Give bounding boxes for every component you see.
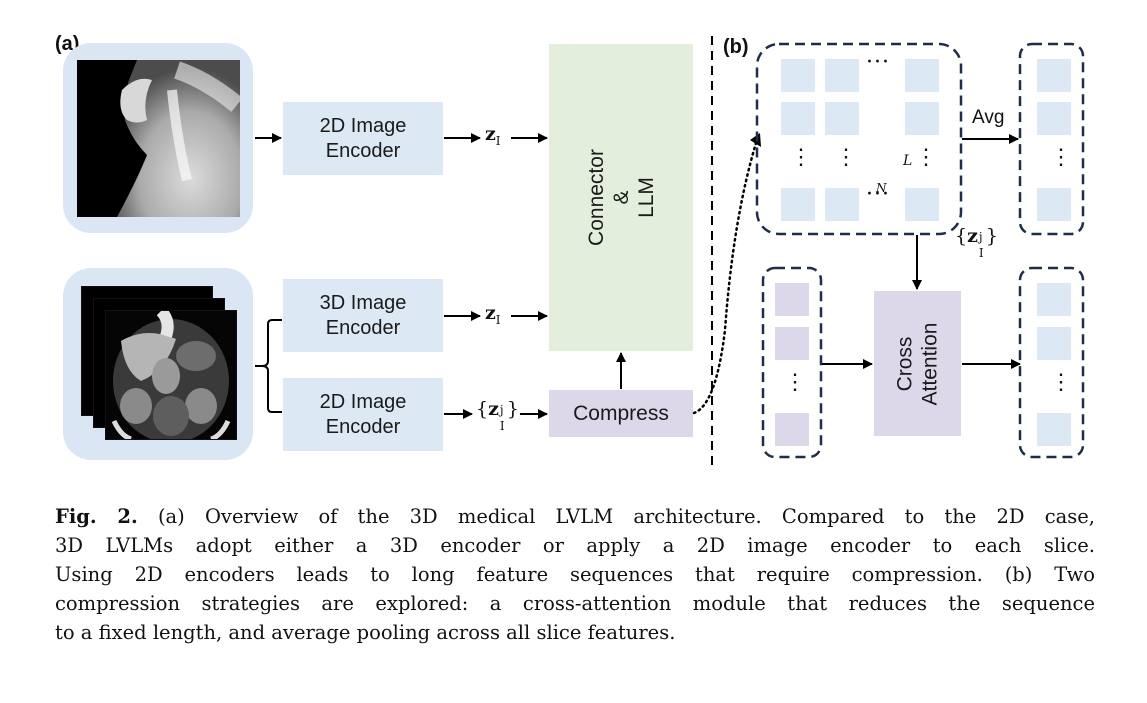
figure-caption: Fig. 2. (a) Overview of the 3D medical L…	[55, 502, 1095, 647]
output-token	[1037, 413, 1071, 446]
grid-hdots-bottom: ···	[866, 182, 890, 207]
encoder-2d-bottom-line1: 2D Image	[319, 390, 407, 413]
grid-token	[905, 59, 939, 92]
ct-input-frame	[63, 268, 253, 460]
grid-token	[781, 188, 815, 221]
grid-vdots-col3: ⋮	[915, 145, 937, 170]
output-token	[1037, 283, 1071, 316]
grid-vdots-col2: ⋮	[835, 145, 857, 170]
caption-line-1: Fig. 2. (a) Overview of the 3D medical L…	[55, 502, 1095, 531]
avg-column-vdots: ⋮	[1050, 145, 1072, 170]
connectors-layer	[255, 36, 1085, 468]
caption-line-4: compression strategies are explored: a c…	[55, 592, 1095, 615]
dotted-link-compress-to-grid	[692, 141, 758, 415]
cross-attention-output-column	[1018, 266, 1085, 459]
encoder-2d-top-line1: 2D Image	[319, 114, 407, 137]
encoder-3d-line2: Encoder	[325, 316, 401, 339]
caption-line-5: to a fixed length, and average pooling a…	[55, 621, 676, 644]
compress-box: Compress	[549, 390, 693, 437]
grid-label-L: L	[903, 153, 913, 169]
avg-token	[1037, 102, 1071, 135]
grid-token	[781, 102, 815, 135]
query-token	[775, 413, 809, 446]
encoder-3d-line1: 3D Image	[319, 291, 407, 314]
ct-slice-front	[105, 310, 237, 440]
architecture-figure: (a) (b)	[55, 33, 1085, 468]
output-column-vdots: ⋮	[1050, 370, 1072, 395]
grid-hdots-top: ···	[866, 50, 890, 75]
grid-tokens	[781, 59, 939, 221]
connector-llm-box: Connector & LLM	[549, 44, 693, 351]
cross-attention-box: Cross Attention	[874, 291, 961, 436]
grid-label-N: N	[876, 181, 887, 195]
encoder-2d-bottom-line2: Encoder	[325, 415, 401, 438]
output-token	[1037, 327, 1071, 360]
compress-label: Compress	[573, 401, 669, 425]
avg-token	[1037, 59, 1071, 92]
caption-line-2: 3D LVLMs adopt either a 3D encoder or ap…	[55, 534, 1095, 557]
feature-z-top: zI	[485, 123, 501, 148]
query-token-column	[761, 266, 823, 459]
bracket-branch	[255, 319, 282, 413]
caption-line-1-text: (a) Overview of the 3D medical LVLM arch…	[137, 505, 1095, 528]
grid-token	[825, 59, 859, 92]
xray-input-frame	[63, 43, 253, 233]
xray-illustration	[77, 60, 240, 217]
avg-output-column	[1018, 42, 1085, 236]
panel-b-label: (b)	[723, 36, 749, 58]
grid-token	[781, 59, 815, 92]
grid-token	[905, 188, 939, 221]
query-token	[775, 327, 809, 360]
feature-z-mid: zI	[485, 302, 501, 327]
encoder-2d-top-line2: Encoder	[325, 139, 401, 162]
xray-image	[77, 60, 240, 217]
caption-fig-label: Fig. 2.	[55, 505, 138, 528]
grid-token	[825, 102, 859, 135]
grid-token	[905, 102, 939, 135]
query-column-vdots: ⋮	[784, 370, 806, 395]
ct-illustration	[106, 311, 236, 439]
query-token	[775, 283, 809, 316]
avg-token	[1037, 188, 1071, 221]
slice-feature-grid-container	[755, 42, 963, 236]
grid-vdots-col1: ⋮	[790, 145, 812, 170]
avg-label: Avg	[972, 107, 1005, 128]
caption-line-3: Using 2D encoders leads to long feature …	[55, 563, 1095, 586]
grid-token	[825, 188, 859, 221]
